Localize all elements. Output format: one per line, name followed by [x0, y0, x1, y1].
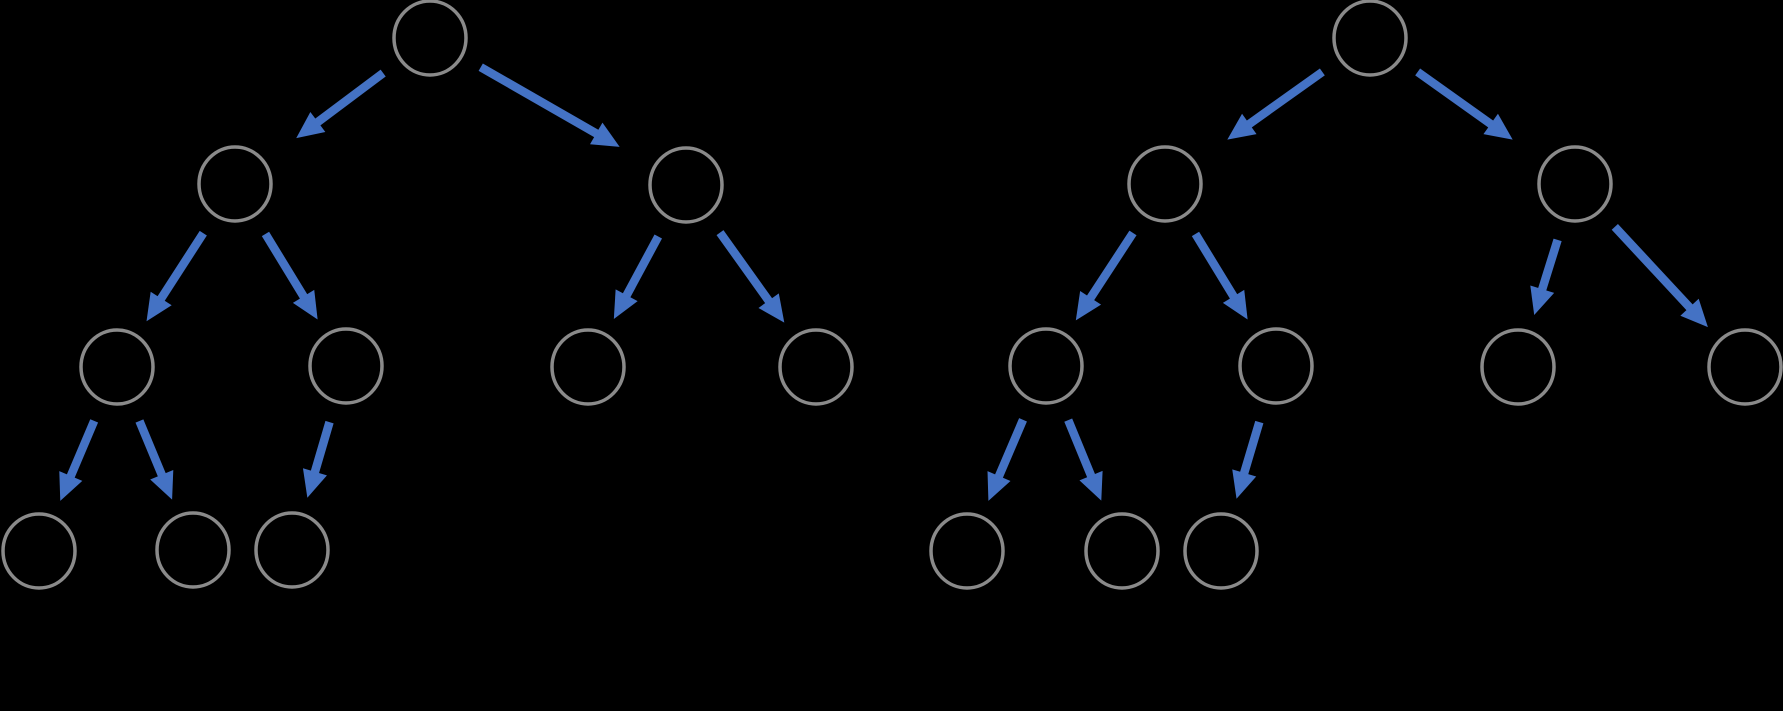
arrow-head-icon — [1227, 113, 1257, 140]
tree-node-L — [1127, 145, 1203, 223]
arrow-shaft — [478, 63, 600, 138]
tree-node-RR — [1707, 328, 1783, 406]
arrow-shaft — [622, 234, 663, 299]
edge-arrow-root-R — [478, 63, 620, 147]
tree-node-RR — [778, 328, 854, 406]
edge-arrow-root-L — [1227, 68, 1325, 140]
edge-arrow-L-LR — [261, 231, 318, 320]
edge-arrow-R-RR — [1611, 223, 1708, 328]
tree-node-LRL — [1183, 512, 1259, 590]
tree-node-LR — [1238, 327, 1314, 405]
tree-node-R — [1537, 145, 1613, 223]
arrow-shaft — [135, 419, 167, 478]
tree-node-RL — [550, 328, 626, 406]
arrow-shaft — [1246, 68, 1325, 129]
edge-arrow-R-RL — [613, 234, 663, 320]
tree-node-LR — [308, 327, 384, 405]
arrow-head-icon — [613, 289, 638, 320]
tree-node-LLR — [1084, 512, 1160, 590]
tree-node-LL — [1008, 327, 1084, 405]
right-binary-tree — [929, 0, 1783, 590]
tree-node-LLL — [929, 512, 1005, 590]
arrow-head-icon — [292, 289, 318, 320]
edge-arrow-LR-LRL — [1232, 420, 1264, 499]
arrow-head-icon — [150, 469, 174, 500]
arrow-shaft — [1086, 230, 1137, 301]
arrow-head-icon — [1222, 289, 1248, 320]
arrow-head-icon — [1483, 113, 1513, 140]
arrow-shaft — [157, 230, 207, 302]
edge-arrow-root-L — [296, 69, 386, 139]
tree-node-root — [1332, 0, 1408, 77]
edge-arrow-root-R — [1415, 68, 1513, 140]
tree-node-LLL — [1, 512, 77, 590]
edge-arrow-L-LL — [1075, 230, 1137, 321]
tree-node-RL — [1480, 328, 1556, 406]
arrow-shaft — [716, 230, 773, 304]
edge-arrow-LL-LLR — [1064, 418, 1103, 501]
arrow-head-icon — [590, 122, 620, 147]
left-binary-tree — [1, 0, 854, 590]
arrow-shaft — [66, 419, 99, 479]
edge-arrow-L-LR — [1191, 231, 1248, 320]
arrow-shaft — [1239, 420, 1264, 476]
edge-arrow-LR-LRL — [302, 420, 334, 498]
edge-arrow-R-RL — [1530, 238, 1562, 315]
arrow-head-icon — [1530, 285, 1555, 315]
arrow-head-icon — [758, 293, 785, 323]
arrow-shaft — [1415, 68, 1494, 129]
arrow-head-icon — [146, 291, 172, 322]
arrow-shaft — [994, 418, 1027, 479]
tree-node-LL — [79, 328, 155, 406]
arrow-head-icon — [1232, 469, 1257, 499]
tree-node-LLR — [155, 511, 231, 589]
edge-arrow-L-LL — [146, 230, 207, 322]
tree-node-L — [197, 145, 273, 223]
edge-arrow-R-RR — [716, 230, 785, 323]
arrow-shaft — [261, 231, 308, 300]
arrow-head-icon — [59, 471, 83, 501]
tree-node-LRL — [254, 511, 330, 589]
arrow-head-icon — [302, 468, 327, 498]
tree-node-R — [648, 146, 724, 224]
arrow-head-icon — [296, 111, 326, 139]
arrow-shaft — [1191, 231, 1238, 300]
arrow-head-icon — [1075, 290, 1102, 321]
arrow-head-icon — [1680, 298, 1708, 328]
edge-arrow-LL-LLL — [59, 419, 99, 501]
arrow-shaft — [1537, 238, 1562, 292]
edge-arrow-LL-LLL — [987, 418, 1027, 501]
arrow-shaft — [1611, 223, 1694, 311]
edge-arrow-LL-LLR — [135, 419, 174, 500]
tree-node-root — [392, 0, 468, 77]
arrow-shaft — [1064, 418, 1096, 479]
arrow-shaft — [310, 420, 334, 474]
arrow-shaft — [314, 69, 386, 126]
arrow-head-icon — [1079, 470, 1103, 501]
arrow-head-icon — [987, 471, 1011, 501]
